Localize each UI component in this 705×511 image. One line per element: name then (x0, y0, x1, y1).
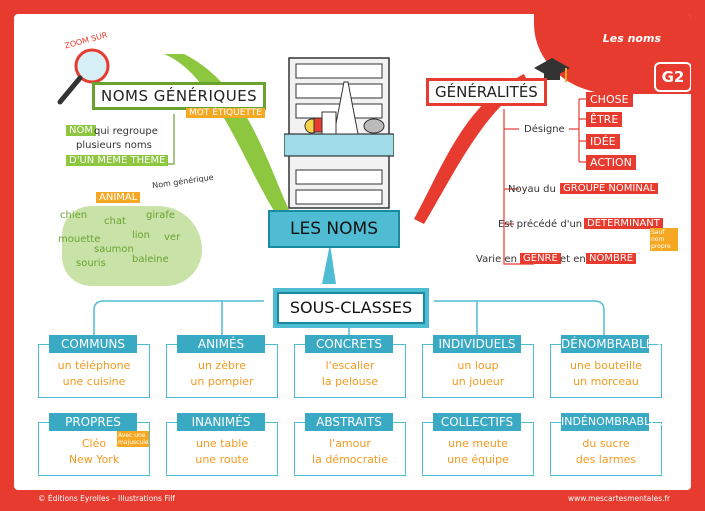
def-text1: qui regroupe (94, 126, 158, 137)
subclasses-title: SOUS-CLASSES (273, 288, 429, 328)
cabinet-illustration (284, 57, 394, 209)
noyau-highlight: GROUPE NOMINAL (560, 183, 659, 194)
blue-branch (322, 244, 336, 284)
designe-item: IDÉE (586, 134, 620, 149)
class-example: l'escalier (325, 359, 375, 372)
footer-url[interactable]: www.mescartesmentales.fr (568, 494, 671, 503)
def-nom: NOM (66, 125, 96, 136)
class-example: un loup (457, 359, 499, 372)
example-word: mouette (58, 234, 101, 245)
class-box: COLLECTIFS une meute une équipe (422, 413, 534, 476)
designe-label: Désigne (524, 124, 565, 135)
example-word: chien (60, 210, 88, 221)
class-example: un joueur (451, 375, 505, 388)
generalites-links (503, 98, 586, 265)
varie-nombre: NOMBRE (586, 253, 637, 264)
level-badge: G2 (654, 62, 691, 92)
mot-etiquette-tag: MOT ÉTIQUETTE (186, 108, 265, 118)
class-example: une route (195, 453, 249, 466)
generalites-title: GÉNÉRALITÉS (426, 78, 547, 106)
varie-text2: et en (560, 254, 586, 265)
class-example: une table (195, 437, 249, 450)
example-label: ANIMAL (96, 192, 141, 203)
generiques-title: NOMS GÉNÉRIQUES (92, 82, 267, 110)
footer-credit: © Éditions Eyrolles – Illustrations Filf (38, 494, 175, 503)
class-box: CONCRETS l'escalier la pelouse (294, 335, 406, 398)
varie-text1: Varie en (476, 254, 517, 265)
subclass-links (93, 300, 605, 339)
class-example: une meute (448, 437, 508, 450)
class-example: une cuisine (62, 375, 126, 388)
class-label: CONCRETS (305, 335, 393, 353)
class-label: DÉNOMBRABLES (561, 335, 662, 353)
varie-genre: GENRE (520, 253, 561, 264)
class-box: INDIVIDUELS un loup un joueur (422, 335, 534, 398)
class-example: des larmes (575, 453, 637, 466)
content-card: Les noms G2 (14, 14, 691, 490)
example-word: souris (76, 258, 106, 269)
page-title: Les noms (602, 32, 661, 45)
class-example: la pelouse (321, 375, 379, 388)
designe-item: CHOSE (586, 92, 633, 107)
class-note: Avec une majuscule (117, 431, 149, 447)
def-theme: D'UN MÊME THÈME (66, 155, 169, 166)
example-word: chat (104, 216, 126, 227)
example-word: ver (164, 232, 181, 243)
class-box: ANIMÉS un zèbre un pompier (166, 335, 278, 398)
class-label: ANIMÉS (177, 335, 265, 353)
red-branch (414, 74, 529, 224)
class-label: ABSTRAITS (305, 413, 393, 431)
class-label: COLLECTIFS (433, 413, 521, 431)
class-box: ABSTRAITS l'amour la démocratie (294, 413, 406, 476)
designe-item: ACTION (586, 155, 636, 170)
precede-note: Sauf nom propre (650, 228, 678, 251)
designe-item: ÊTRE (586, 112, 623, 127)
precede-text: Est précédé d'un (498, 219, 583, 230)
class-example: la démocratie (312, 453, 388, 466)
class-example: du sucre (582, 437, 630, 450)
example-cloud (62, 206, 202, 286)
class-example: Cléo (81, 437, 107, 450)
def-text2: plusieurs noms (76, 140, 152, 151)
example-word: lion (132, 230, 151, 241)
class-box: INANIMÉS une table une route (166, 413, 278, 476)
class-label: PROPRES (49, 413, 137, 431)
class-label: COMMUNS (49, 335, 137, 353)
class-example: une équipe (447, 453, 509, 466)
class-label: INDIVIDUELS (433, 335, 521, 353)
green-branch (164, 54, 289, 214)
class-example: une bouteille (570, 359, 642, 372)
noyau-text: Noyau du (508, 184, 556, 195)
central-title: LES NOMS (268, 210, 400, 248)
class-box: PROPRES Cléo New York Avec une majuscule (38, 413, 150, 476)
class-example: l'amour (329, 437, 371, 450)
class-box: DÉNOMBRABLES une bouteille un morceau (550, 335, 662, 398)
class-label: INANIMÉS (177, 413, 265, 431)
class-box: COMMUNS un téléphone une cuisine (38, 335, 150, 398)
class-label: INDÉNOMBRABLES (561, 413, 664, 431)
class-example: New York (68, 453, 120, 466)
branches (93, 54, 605, 339)
example-word: baleine (132, 254, 169, 265)
magnifier-icon (57, 48, 110, 105)
class-box: INDÉNOMBRABLES du sucre des larmes (550, 413, 664, 476)
class-example: un morceau (573, 375, 639, 388)
class-example: un zèbre (197, 359, 246, 372)
class-example: un pompier (190, 375, 254, 388)
graduation-cap-icon (534, 58, 570, 82)
precede-highlight: DÉTERMINANT (584, 218, 663, 229)
class-example: un téléphone (57, 359, 131, 372)
example-word: saumon (94, 244, 134, 255)
example-word: girafe (146, 210, 176, 221)
